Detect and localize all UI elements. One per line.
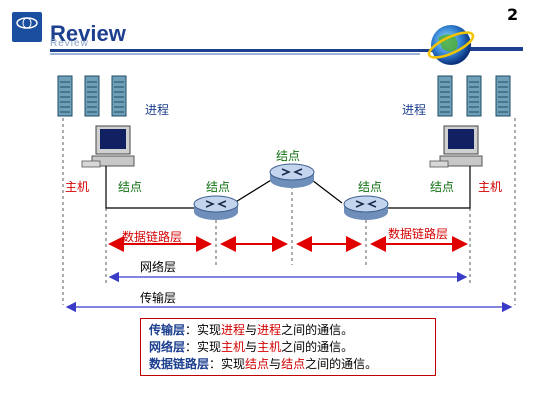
datalink-layer-label-right: 数据链路层 bbox=[388, 227, 449, 241]
slide-title: Review bbox=[50, 21, 126, 46]
summary-line-datalink: 数据链路层：实现结点与结点之间的通信。 bbox=[149, 357, 378, 371]
node-label: 结点 bbox=[276, 149, 301, 163]
network-layer-label: 网络层 bbox=[140, 260, 177, 274]
node-label: 结点 bbox=[430, 180, 455, 194]
header-rule-light bbox=[50, 53, 420, 55]
slide-number: 2 bbox=[507, 5, 519, 24]
layer-arrows bbox=[65, 271, 513, 313]
process-label-right: 进程 bbox=[402, 103, 427, 117]
computer-icon-right bbox=[429, 125, 483, 168]
node-label: 结点 bbox=[118, 180, 143, 194]
computer-icon-left bbox=[81, 125, 135, 168]
host-label-left: 主机 bbox=[65, 180, 90, 194]
datalink-layer-label-left: 数据链路层 bbox=[122, 230, 183, 244]
slide-title-shadow: Review bbox=[50, 38, 89, 49]
logo-icon bbox=[12, 12, 42, 42]
document-stack-icon-right bbox=[437, 75, 511, 117]
router-icon-right bbox=[343, 195, 389, 221]
summary-box: 传输层：实现进程与进程之间的通信。 网络层：实现主机与主机之间的通信。 数据链路… bbox=[140, 318, 436, 376]
router-icon-top bbox=[269, 163, 315, 189]
process-label-left: 进程 bbox=[145, 103, 170, 117]
node-label: 结点 bbox=[206, 180, 231, 194]
host-label-right: 主机 bbox=[478, 180, 503, 194]
globe-icon bbox=[426, 20, 526, 74]
transport-layer-label: 传输层 bbox=[140, 291, 177, 305]
router-icon-left bbox=[193, 195, 239, 221]
summary-line-network: 网络层：实现主机与主机之间的通信。 bbox=[149, 340, 354, 354]
header-rule bbox=[50, 49, 470, 52]
document-stack-icon-left bbox=[57, 75, 127, 117]
summary-line-transport: 传输层：实现进程与进程之间的通信。 bbox=[149, 323, 354, 337]
node-label: 结点 bbox=[358, 180, 383, 194]
